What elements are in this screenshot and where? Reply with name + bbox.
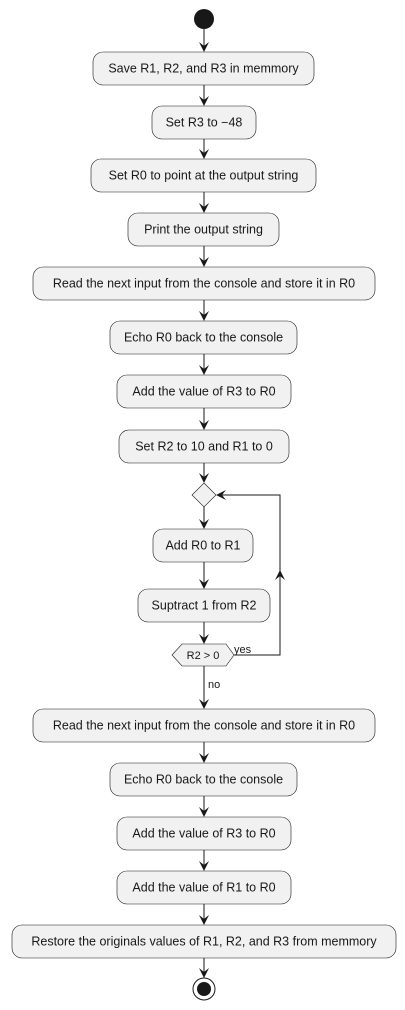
edge-read2-to-echo2	[199, 742, 209, 763]
edge-merge-to-add-r0	[199, 507, 209, 529]
action-label: Add the value of R3 to R0	[132, 827, 275, 841]
action-label: Echo R0 back to the console	[124, 331, 283, 345]
action-add-r1: Add the value of R1 to R0	[116, 870, 292, 905]
action-print-output: Print the output string	[127, 212, 280, 247]
action-label: Echo R0 back to the console	[124, 773, 283, 787]
action-label: Read the next input from the console and…	[53, 277, 355, 291]
edge-echo2-to-add-r3	[199, 796, 209, 817]
edge-add-r3-to-set-r2	[199, 408, 209, 430]
loop-merge-diamond	[191, 482, 217, 508]
action-label: Set R0 to point at the output string	[109, 169, 299, 183]
loop-no-label: no	[208, 679, 220, 691]
action-read-input-2: Read the next input from the console and…	[32, 708, 376, 743]
edge-set-r0-to-print	[199, 192, 209, 213]
loop-yes-label: yes	[234, 644, 252, 656]
start-node	[194, 9, 214, 29]
edge-loop-back-yes	[216, 490, 285, 656]
edge-set-r2-to-merge	[199, 463, 209, 483]
action-save-registers: Save R1, R2, and R3 in memmory	[92, 51, 315, 86]
action-add-r3-2: Add the value of R3 to R0	[116, 816, 292, 851]
action-read-input-1: Read the next input from the console and…	[32, 266, 376, 301]
action-add-r3-1: Add the value of R3 to R0	[116, 374, 292, 409]
edge-save-to-set-r3	[199, 85, 209, 106]
action-label: Set R3 to −48	[166, 116, 243, 130]
action-set-r3: Set R3 to −48	[151, 105, 257, 140]
edge-add-r1-to-restore	[199, 904, 209, 925]
action-label: Suptract 1 from R2	[152, 599, 257, 613]
edge-add-r3-to-add-r1	[199, 850, 209, 871]
edge-subtract-to-condition	[199, 622, 209, 644]
action-label: Restore the originals values of R1, R2, …	[31, 935, 377, 949]
loop-condition-hexagon: R2 > 0	[171, 643, 235, 667]
action-restore-registers: Restore the originals values of R1, R2, …	[11, 924, 397, 959]
edge-restore-to-end	[199, 958, 209, 978]
edge-echo-to-add-r3	[199, 354, 209, 375]
action-label: Save R1, R2, and R3 in memmory	[108, 62, 299, 76]
action-set-r2-r1: Set R2 to 10 and R1 to 0	[118, 429, 290, 464]
action-add-r0-to-r1: Add R0 to R1	[152, 528, 254, 563]
edge-condition-no	[199, 666, 209, 709]
action-echo-2: Echo R0 back to the console	[109, 762, 298, 797]
end-node	[192, 977, 216, 1001]
action-subtract-r2: Suptract 1 from R2	[137, 588, 271, 623]
action-label: Print the output string	[144, 223, 263, 237]
action-label: Add the value of R1 to R0	[132, 881, 275, 895]
edge-read-to-echo	[199, 300, 209, 321]
action-echo-1: Echo R0 back to the console	[109, 320, 298, 355]
action-label: Add the value of R3 to R0	[132, 385, 275, 399]
loop-condition-label: R2 > 0	[187, 650, 220, 662]
action-label: Read the next input from the console and…	[53, 719, 355, 733]
action-set-r0-pointer: Set R0 to point at the output string	[90, 158, 317, 193]
action-label: Add R0 to R1	[165, 539, 240, 553]
edge-print-to-read	[199, 246, 209, 267]
action-label: Set R2 to 10 and R1 to 0	[135, 440, 273, 454]
edge-start-to-save	[199, 29, 209, 52]
edge-add-r0-to-subtract	[199, 562, 209, 589]
edge-set-r3-to-set-r0	[199, 139, 209, 159]
